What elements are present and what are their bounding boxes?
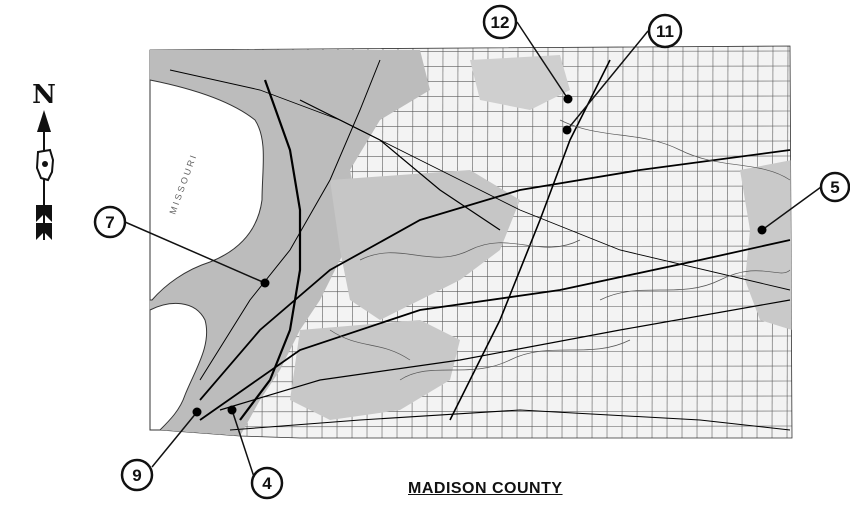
mississippi-river bbox=[149, 302, 208, 431]
callout-label: 7 bbox=[105, 213, 114, 232]
compass-graphic bbox=[35, 110, 55, 240]
section-road bbox=[636, 46, 639, 438]
shaded-land-north bbox=[470, 55, 570, 110]
section-road bbox=[726, 46, 729, 438]
callout-12: 12 bbox=[482, 4, 518, 40]
north-label: N bbox=[32, 80, 56, 110]
north-arrow-icon: N bbox=[26, 80, 62, 250]
section-road bbox=[711, 46, 714, 438]
section-road bbox=[150, 410, 792, 413]
callout-label: 4 bbox=[262, 474, 272, 493]
section-road bbox=[621, 46, 624, 438]
site-marker-4 bbox=[227, 405, 237, 415]
shaded-land-mid bbox=[330, 170, 520, 320]
callout-label: 5 bbox=[830, 178, 839, 197]
section-road bbox=[681, 46, 684, 438]
streams bbox=[329, 119, 791, 381]
site-marker-7 bbox=[260, 278, 270, 288]
site-marker-12 bbox=[563, 94, 573, 104]
callout-5: 5 bbox=[819, 171, 850, 203]
callout-label: 11 bbox=[656, 22, 674, 41]
section-road bbox=[591, 46, 594, 438]
callout-leaders bbox=[124, 21, 822, 481]
section-road bbox=[666, 46, 669, 438]
map-caption: MADISON COUNTY bbox=[408, 480, 563, 497]
callout-11: 11 bbox=[647, 13, 683, 49]
callout-4: 4 bbox=[250, 466, 284, 500]
section-road bbox=[150, 425, 792, 428]
section-road bbox=[561, 46, 564, 438]
site-marker-9 bbox=[192, 407, 202, 417]
highways bbox=[169, 59, 791, 431]
site-marker-11 bbox=[562, 125, 572, 135]
shaded-land-south bbox=[290, 320, 460, 420]
callout-label: 12 bbox=[491, 13, 510, 32]
site-marker-5 bbox=[757, 225, 767, 235]
section-road bbox=[606, 46, 609, 438]
site-markers bbox=[192, 94, 767, 417]
section-road bbox=[741, 46, 744, 438]
section-road bbox=[576, 46, 579, 438]
callout-7: 7 bbox=[93, 205, 127, 239]
section-road bbox=[651, 46, 654, 438]
callout-label: 9 bbox=[132, 466, 141, 485]
section-road bbox=[696, 46, 699, 438]
callout-9: 9 bbox=[120, 458, 154, 492]
